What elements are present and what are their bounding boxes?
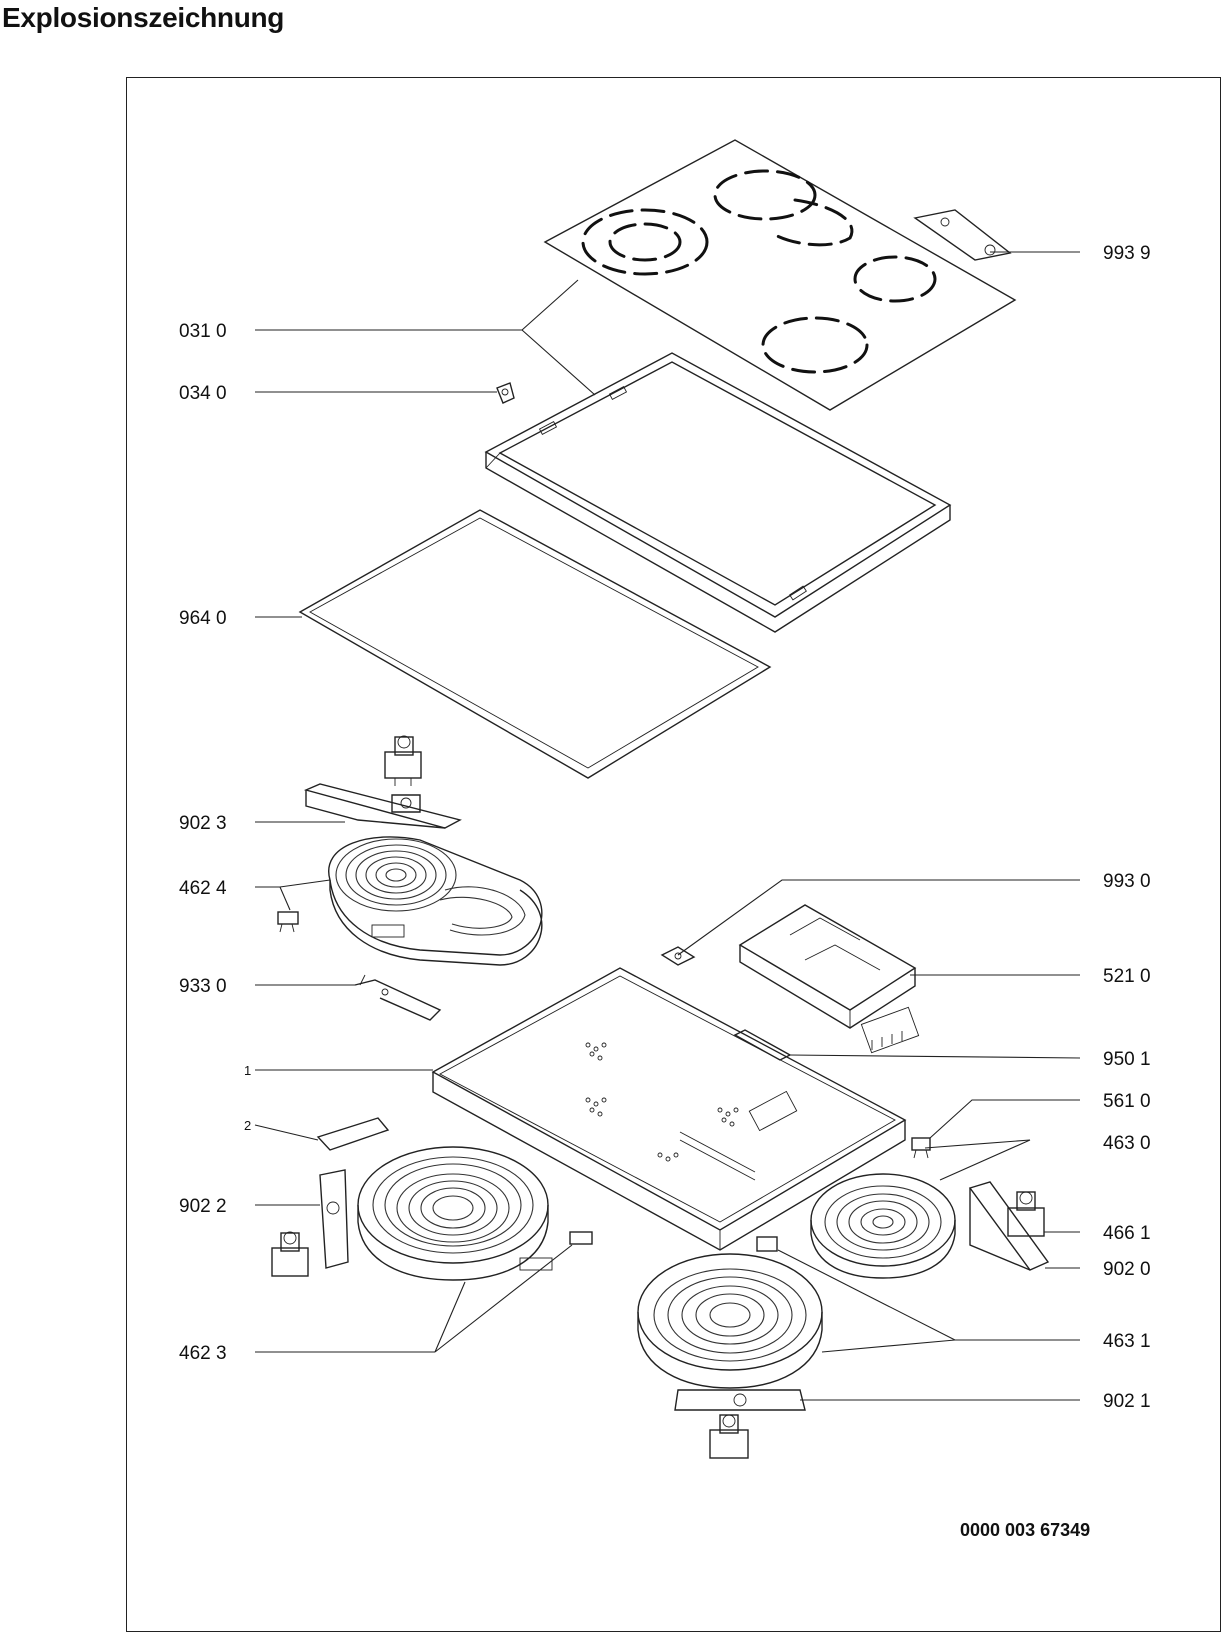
document-number: 0000 003 67349 <box>960 1520 1090 1540</box>
cooking-zone-rear-right <box>713 169 854 247</box>
part-9939-bracket <box>913 209 1012 261</box>
gasket-part-9640 <box>298 509 772 779</box>
thermal-switch-4624 <box>277 911 299 933</box>
thermal-switch-4623 <box>569 1231 593 1245</box>
label-9501: 950 1 <box>1103 1049 1151 1070</box>
base-pan-part-1 <box>431 967 907 1251</box>
bracket-part-9022 <box>319 1169 349 1269</box>
cooking-zone-rear-left <box>581 208 709 276</box>
label-4630: 463 0 <box>1103 1133 1151 1154</box>
vent-holes <box>585 1042 739 1162</box>
drawing-frame <box>126 77 1221 1632</box>
label-9022: 902 2 <box>179 1196 227 1217</box>
label-0340: 034 0 <box>179 383 227 404</box>
label-9930: 993 0 <box>1103 871 1151 892</box>
label-9020: 902 0 <box>1103 1259 1151 1280</box>
frame-part-0310 <box>484 352 952 633</box>
label-9939: 993 9 <box>1103 243 1151 264</box>
label-4623: 462 3 <box>179 1343 227 1364</box>
page-title: Explosionszeichnung <box>2 2 285 33</box>
bracket-part-9020 <box>968 1181 1050 1271</box>
connector-pins <box>860 1006 920 1054</box>
thermal-switch-4631 <box>756 1236 778 1252</box>
energy-regulator-bottom <box>709 1414 749 1459</box>
control-module-part-5210 <box>738 904 920 1054</box>
bracket-part-9021 <box>674 1389 806 1411</box>
label-9023: 902 3 <box>179 813 227 834</box>
clip-part-0340 <box>496 382 515 404</box>
heating-element-part-4631 <box>637 1253 823 1389</box>
label-4624: 462 4 <box>179 878 227 899</box>
label-5210: 521 0 <box>1103 966 1151 987</box>
label-0310: 031 0 <box>179 321 227 342</box>
label-4661: 466 1 <box>1103 1223 1151 1244</box>
terminal-block-4624 <box>371 924 405 938</box>
cooking-zone-front-left <box>761 316 869 374</box>
label-5610: 561 0 <box>1103 1091 1151 1112</box>
label-9021: 902 1 <box>1103 1391 1151 1412</box>
energy-regulator-part-4661 <box>1007 1191 1045 1237</box>
plate-part-2 <box>316 1117 390 1151</box>
leader-lines <box>254 251 1081 1401</box>
label-9640: 964 0 <box>179 608 227 629</box>
energy-regulator-left <box>271 1231 309 1277</box>
bracket-part-9330 <box>354 974 442 1021</box>
switch-part-9930 <box>660 946 696 966</box>
heating-element-part-4624 <box>328 836 543 966</box>
bracket-part-9023 <box>303 783 462 829</box>
label-2: 2 <box>244 1118 251 1133</box>
label-4631: 463 1 <box>1103 1331 1151 1352</box>
label-9330: 933 0 <box>179 976 227 997</box>
label-1: 1 <box>244 1063 251 1078</box>
heating-element-part-4623 <box>357 1146 553 1281</box>
cooking-zone-front-right <box>853 255 937 303</box>
part-labels: 993 9 031 0 034 0 964 0 902 3 462 4 933 … <box>179 243 1151 1540</box>
glass-ceramic-top <box>543 139 1017 411</box>
heating-element-part-4630 <box>810 1173 956 1279</box>
energy-regulator-top-left <box>384 735 422 786</box>
terminal-part-5610 <box>911 1137 931 1159</box>
